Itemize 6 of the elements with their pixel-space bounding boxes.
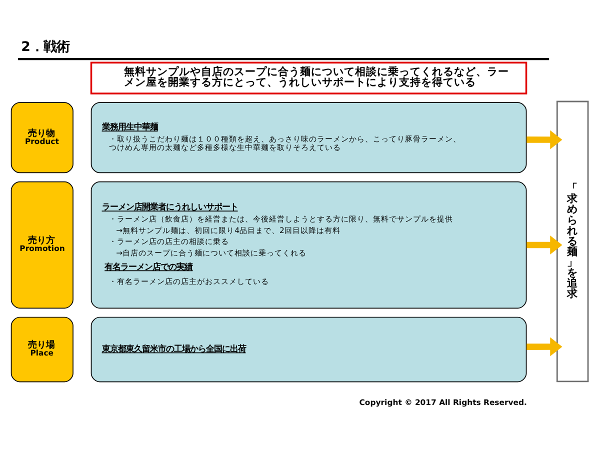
diagram-title: 2．戦術 xyxy=(21,40,70,56)
node-box: 東京都東久留米市の工場から全国に出荷 xyxy=(90,316,527,382)
node-box: 無料サンプルや自店のスープに合う麺について相談に乗ってくれるなど、ラーメン屋を開業する方にとって、うれしいサポートにより支持を得ている xyxy=(90,62,528,94)
arrow xyxy=(526,130,562,150)
arrow xyxy=(526,235,562,255)
arrow xyxy=(526,337,562,356)
